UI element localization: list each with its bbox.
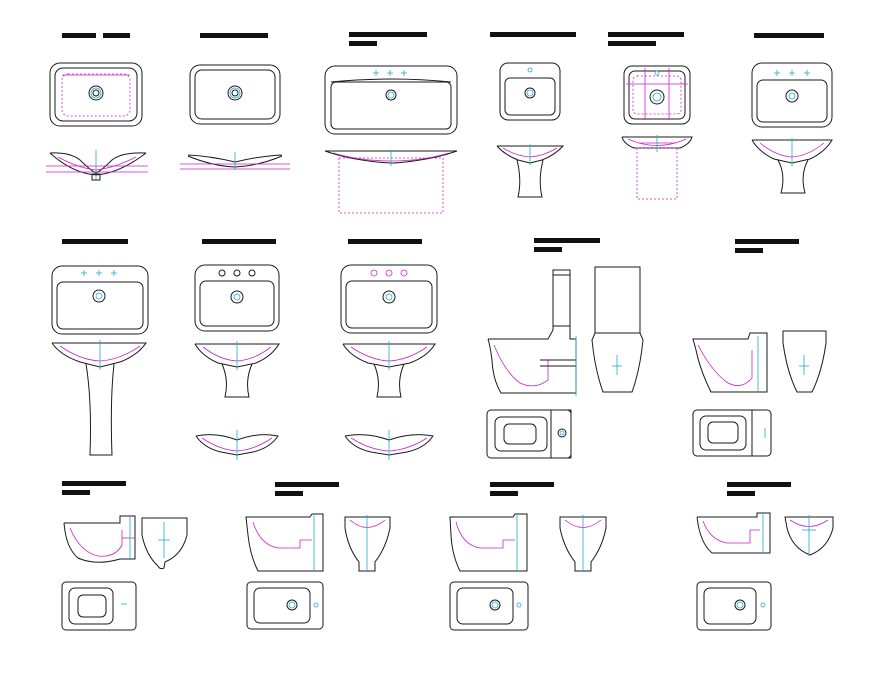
title-bidet-1-line2 (275, 491, 303, 496)
basin-7-front (51, 342, 147, 368)
wc-3-side (63, 515, 136, 563)
title-basin-2 (200, 33, 268, 38)
basin-9-section (344, 434, 434, 456)
title-bidet-2 (490, 482, 554, 487)
title-basin-3-line2 (349, 41, 377, 46)
title-basin-8 (202, 239, 276, 244)
basin-9-drawing (340, 264, 438, 460)
basin-7-pedestal (85, 363, 115, 456)
title-wc-1-line2 (534, 247, 562, 252)
basin-7-top-outer (51, 265, 149, 335)
basin-4-pedestal (516, 159, 544, 198)
basin-6-drawing (751, 62, 833, 194)
title-basin-1 (62, 33, 96, 38)
bidet-1-side (245, 513, 324, 572)
basin-7-drawing (51, 265, 149, 456)
fixture-titles (62, 32, 824, 496)
title-basin-1-b (103, 33, 130, 38)
bidet-3-side (696, 512, 771, 554)
basin-9-top-outer (340, 264, 438, 334)
title-basin-5-line2 (608, 41, 656, 46)
bidet-2-drawing (449, 513, 607, 631)
title-wc-3 (62, 481, 126, 486)
basin-1-top-outer (49, 62, 143, 127)
wc-1-front (594, 266, 641, 334)
wc-2-top (692, 409, 772, 457)
basin-8-pedestal (221, 363, 253, 398)
title-bidet-2-line2 (490, 491, 518, 496)
title-basin-6 (754, 33, 824, 38)
title-wc-1 (534, 238, 600, 243)
title-wc-3-line2 (62, 490, 90, 495)
basin-5-front (621, 136, 693, 149)
basin-8-front (194, 343, 280, 368)
wc-2-drawing (692, 330, 827, 457)
title-basin-7 (62, 239, 128, 244)
basin-6-top-outer (751, 62, 833, 128)
title-basin-3 (349, 32, 427, 37)
wc-3-drawing (61, 515, 188, 631)
wc-1-drawing (486, 266, 644, 459)
basin-4-drawing (496, 62, 565, 198)
bidet-1-front (344, 516, 391, 572)
bidet-3-drawing (696, 512, 834, 631)
basin-6-pedestal (777, 159, 809, 194)
title-basin-9 (348, 239, 422, 244)
basin-3-cabinet (338, 157, 444, 214)
wc-2-front (782, 330, 827, 393)
title-wc-2 (735, 239, 799, 244)
basin-8-top-outer (194, 264, 280, 332)
basin-9-pedestal (373, 363, 405, 398)
bidet-2-side (449, 513, 528, 572)
basin-8-section (195, 434, 279, 456)
title-bidet-3-line2 (727, 491, 755, 496)
wc-3-front (141, 517, 188, 570)
title-bidet-1 (275, 482, 339, 487)
basin-6-front (751, 139, 833, 164)
title-bidet-3 (727, 482, 791, 487)
bidet-2-front (559, 516, 607, 572)
basin-1-drawing (46, 62, 148, 181)
bidet-3-front (784, 516, 834, 556)
bidet-2-top (449, 581, 529, 631)
wc-3-top (61, 581, 137, 631)
bidet-1-top (246, 581, 324, 630)
basin-4-top-outer (499, 62, 561, 121)
basin-3-top-outer (324, 65, 458, 135)
basin-4-front (496, 145, 565, 164)
basin-9-front (342, 343, 436, 368)
basin-5-top-outer (623, 65, 691, 125)
bidet-3-top (696, 581, 772, 631)
basin-8-drawing (194, 264, 280, 460)
title-basin-4 (490, 32, 576, 37)
basin-2-drawing (180, 64, 290, 170)
basin-2-top-outer (189, 64, 281, 125)
title-basin-5 (608, 32, 684, 37)
wc-2-side (692, 332, 768, 393)
basin-5-drawing (621, 65, 693, 200)
wc-1-side (487, 269, 577, 394)
title-wc-2-line2 (735, 248, 763, 253)
basin-5-cabinet (636, 147, 678, 200)
basin-3-drawing (324, 65, 458, 214)
bidet-1-drawing (245, 513, 391, 630)
